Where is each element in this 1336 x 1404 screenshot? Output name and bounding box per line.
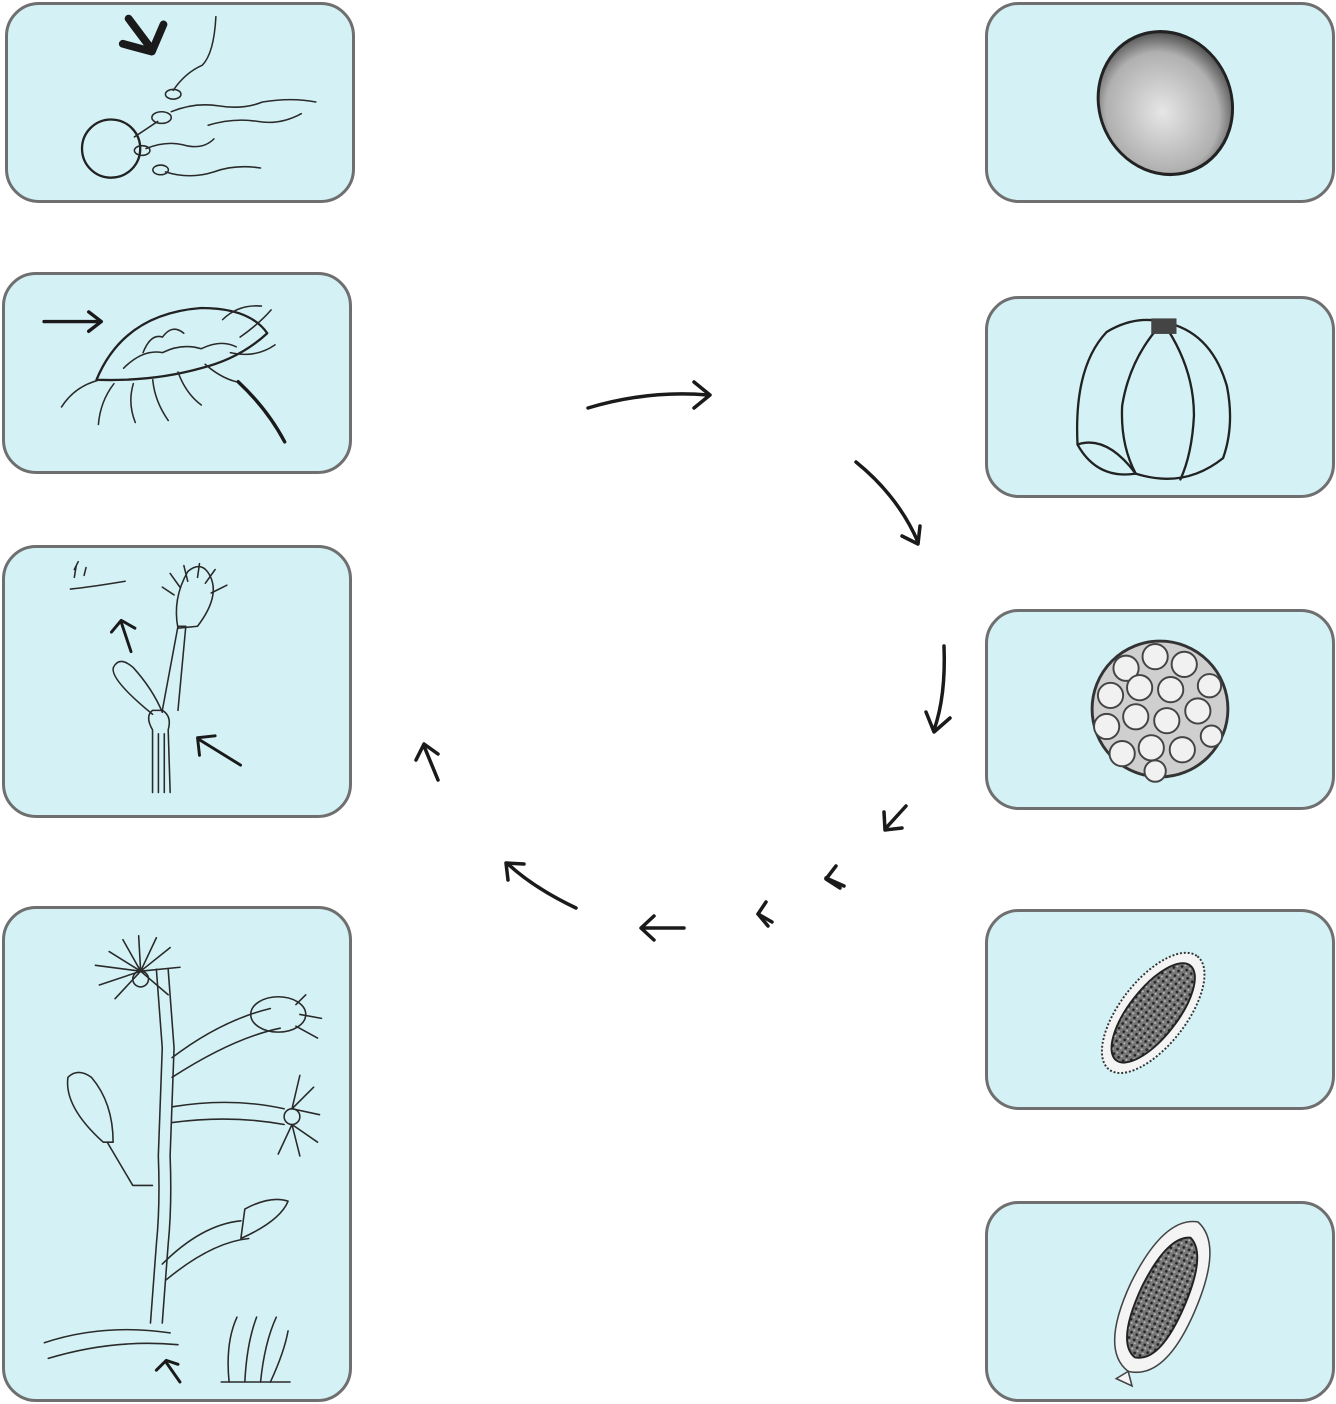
stage-box-medusa <box>2 272 352 474</box>
hydroid-polyp-colony-illustration <box>43 935 323 1384</box>
cycle-arrow-icon <box>586 380 712 410</box>
stage-box-fertilization <box>5 2 355 203</box>
medusa-jellyfish-illustration <box>42 305 287 444</box>
stage-box-morula <box>985 609 1335 810</box>
cycle-arrow-icon <box>414 742 440 782</box>
stage-box-planula <box>985 909 1335 1110</box>
cycle-arrow-icon <box>854 460 922 546</box>
egg-cell-illustration <box>1096 30 1235 177</box>
cleavage-embryo-illustration <box>1075 318 1232 481</box>
cycle-arrow-icon <box>924 644 952 734</box>
ciliated-planula-larva-illustration <box>1100 951 1206 1074</box>
stage-box-polyp-colony <box>2 906 352 1402</box>
stage-box-settling-planula <box>985 1201 1335 1402</box>
cycle-arrow-icon <box>639 914 686 942</box>
cycle-arrow-icon <box>824 864 846 890</box>
stage-box-egg <box>985 2 1335 203</box>
cycle-arrow-icon <box>504 861 578 910</box>
cycle-arrow-icon <box>882 804 908 832</box>
stage-box-early-cleavage <box>985 296 1335 498</box>
young-polyp-illustration <box>69 560 243 794</box>
settling-planula-illustration <box>1113 1220 1211 1388</box>
morula-cell-cluster-illustration <box>1090 639 1230 783</box>
egg-and-sperm-illustration <box>80 14 317 179</box>
cycle-arrow-icon <box>756 900 774 928</box>
stage-box-young-polyp <box>2 545 352 818</box>
